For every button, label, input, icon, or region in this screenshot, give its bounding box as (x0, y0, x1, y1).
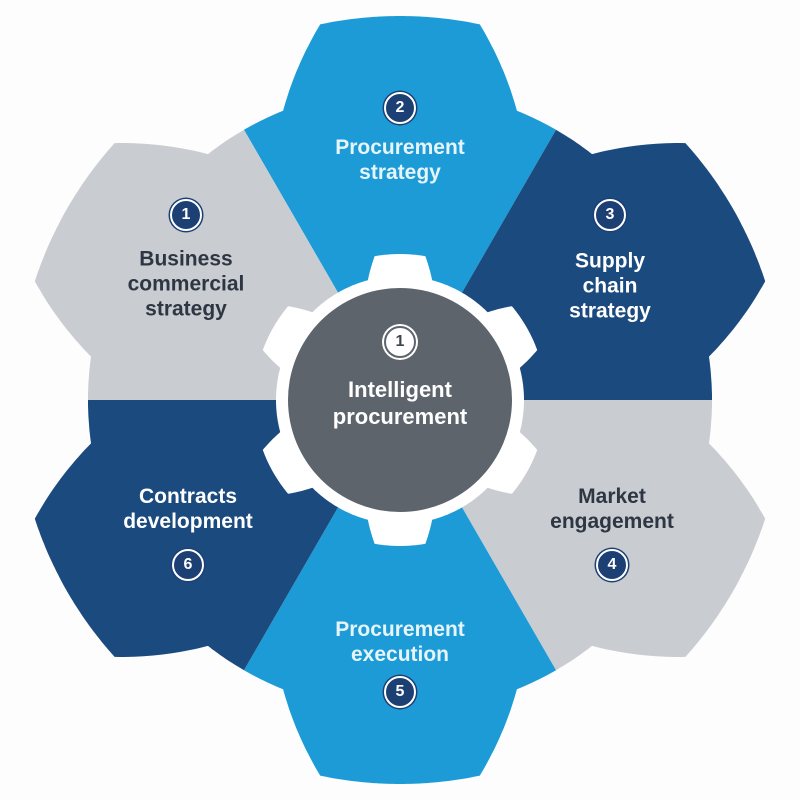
label-line: strategy (145, 297, 227, 321)
step-badge-3: 3 (594, 199, 626, 231)
label-line: execution (350, 643, 450, 666)
step-badge-1: 1 (170, 199, 202, 231)
center-badge: 1 (384, 326, 416, 358)
label-line: Procurement (335, 136, 465, 159)
label-line: Market (578, 485, 646, 508)
label-line: chain (582, 274, 638, 298)
label-line: engagement (550, 510, 674, 533)
segment-supply-chain-strategy: Supply chain strategy (569, 249, 651, 324)
segment-contracts-development: Contracts development (123, 484, 253, 534)
segment-procurement-execution: Procurement execution (335, 617, 465, 667)
center-label-intelligent-procurement: Intelligent procurement (333, 376, 467, 430)
step-badge-6: 6 (172, 549, 204, 581)
sector-procurement-strategy (205, 16, 595, 400)
label-line: Business (139, 247, 233, 271)
center-circle (288, 288, 512, 512)
step-badge-4: 4 (596, 549, 628, 581)
label-line: strategy (569, 299, 651, 323)
segment-business-commercial-strategy: Business commercial strategy (128, 247, 245, 322)
label-line: Intelligent (348, 377, 452, 402)
segment-market-engagement: Market engagement (550, 484, 674, 534)
label-line: development (123, 510, 253, 533)
label-line: Procurement (335, 618, 465, 641)
segment-procurement-strategy: Procurement strategy (335, 135, 465, 185)
step-badge-5: 5 (384, 676, 416, 708)
label-line: procurement (332, 404, 468, 429)
step-badge-2: 2 (384, 92, 416, 124)
label-line: commercial (127, 272, 245, 296)
label-line: Supply (574, 249, 646, 273)
sector-procurement-execution (205, 400, 595, 784)
label-line: Contracts (138, 485, 238, 508)
label-line: strategy (359, 161, 441, 184)
